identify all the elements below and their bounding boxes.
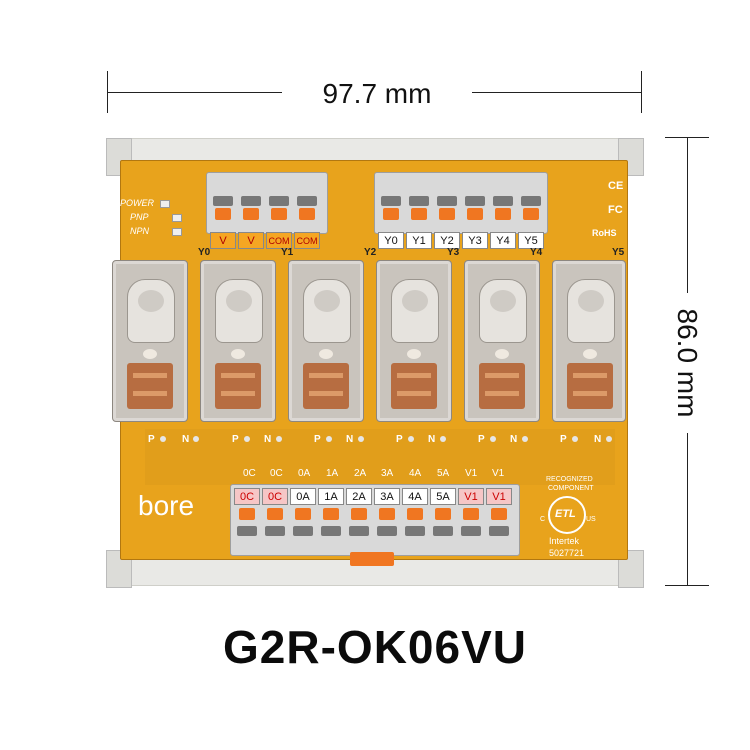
pin-label-p: P: [314, 434, 321, 445]
terminal-label-y1: Y1: [406, 232, 432, 249]
test-point: [490, 436, 496, 442]
silk-label-v1: V1: [492, 468, 505, 479]
relay-label-y5: Y5: [612, 247, 625, 258]
test-point: [160, 436, 166, 442]
terminal-label-com: COM: [294, 232, 320, 249]
terminal-label-y5: Y5: [518, 232, 544, 249]
relay-label-y2: Y2: [364, 247, 377, 258]
etl-mark-text: ETL: [555, 508, 576, 520]
test-point: [522, 436, 528, 442]
etl-mark: ETL: [548, 496, 586, 534]
etl-us-text: US: [586, 516, 596, 523]
relay-5: [464, 260, 540, 422]
terminal-label-v: V: [210, 232, 236, 249]
terminal-label-y3: Y3: [462, 232, 488, 249]
terminal-label-0a: 0A: [290, 488, 316, 505]
test-point: [358, 436, 364, 442]
pin-label-p: P: [560, 434, 567, 445]
indicator-npn-label: NPN: [130, 226, 150, 236]
terminal-label-v1: V1: [486, 488, 512, 505]
terminal-label-y4: Y4: [490, 232, 516, 249]
intertek-number: 5027721: [549, 548, 585, 558]
silk-label-0a: 0A: [298, 468, 311, 479]
power-led: [160, 200, 170, 208]
pin-label-p: P: [232, 434, 239, 445]
intertek-text: Intertek: [549, 536, 580, 546]
indicator-power-label: POWER: [120, 198, 155, 208]
terminal-label-0c: 0C: [234, 488, 260, 505]
relay-1: [112, 260, 188, 422]
terminal-label-5a: 5A: [430, 488, 456, 505]
width-dimension-label: 97.7 mm: [282, 74, 472, 114]
pin-label-n: N: [182, 434, 190, 445]
pin-label-n: N: [594, 434, 602, 445]
model-number: G2R-OK06VU: [223, 621, 527, 673]
silk-label-2a: 2A: [354, 468, 367, 479]
terminal-block-inputs: [374, 172, 548, 234]
terminal-label-2a: 2A: [346, 488, 372, 505]
cert-recognized-text: RECOGNIZED: [546, 476, 593, 483]
relay-label-y3: Y3: [447, 247, 460, 258]
width-tick-left: [107, 71, 108, 113]
test-point: [440, 436, 446, 442]
etl-c-text: C: [540, 516, 546, 523]
test-point: [244, 436, 250, 442]
silk-label-0c: 0C: [243, 468, 256, 479]
silk-label-0c: 0C: [270, 468, 283, 479]
pin-label-p: P: [478, 434, 485, 445]
brand-logo: bore: [138, 490, 195, 521]
test-point: [572, 436, 578, 442]
pin-label-n: N: [510, 434, 518, 445]
width-tick-right: [641, 71, 642, 113]
pin-label-p: P: [396, 434, 403, 445]
rohs-mark: RoHS: [592, 228, 617, 238]
silk-label-1a: 1A: [326, 468, 339, 479]
test-point: [606, 436, 612, 442]
pin-label-n: N: [346, 434, 354, 445]
ce-mark: CE: [608, 180, 624, 192]
height-dimension-label: 86.0 mm: [669, 293, 705, 433]
terminal-label-y2: Y2: [434, 232, 460, 249]
test-point: [276, 436, 282, 442]
terminal-label-4a: 4A: [402, 488, 428, 505]
terminal-label-v1: V1: [458, 488, 484, 505]
relay-6: [552, 260, 626, 422]
din-release-latch[interactable]: [350, 552, 394, 566]
terminal-label-3a: 3A: [374, 488, 400, 505]
pnp-led: [172, 214, 182, 222]
npn-led: [172, 228, 182, 236]
test-point: [326, 436, 332, 442]
height-tick-top: [665, 137, 709, 138]
test-point: [408, 436, 414, 442]
test-point: [193, 436, 199, 442]
relay-label-y0: Y0: [198, 247, 211, 258]
pin-label-n: N: [264, 434, 272, 445]
silk-label-5a: 5A: [437, 468, 450, 479]
terminal-label-v: V: [238, 232, 264, 249]
relay-4: [376, 260, 452, 422]
pin-label-p: P: [148, 434, 155, 445]
pin-label-n: N: [428, 434, 436, 445]
terminal-label-y0: Y0: [378, 232, 404, 249]
relay-label-y1: Y1: [281, 247, 294, 258]
silk-label-v1: V1: [465, 468, 478, 479]
relay-2: [200, 260, 276, 422]
silk-label-3a: 3A: [381, 468, 394, 479]
cert-component-text: COMPONENT: [548, 485, 594, 492]
terminal-label-1a: 1A: [318, 488, 344, 505]
terminal-label-0c: 0C: [262, 488, 288, 505]
indicator-pnp-label: PNP: [130, 212, 149, 222]
relay-3: [288, 260, 364, 422]
fc-mark: FC: [608, 204, 623, 216]
height-tick-bottom: [665, 585, 709, 586]
silk-label-4a: 4A: [409, 468, 422, 479]
relay-label-y4: Y4: [530, 247, 543, 258]
terminal-label-com: COM: [266, 232, 292, 249]
